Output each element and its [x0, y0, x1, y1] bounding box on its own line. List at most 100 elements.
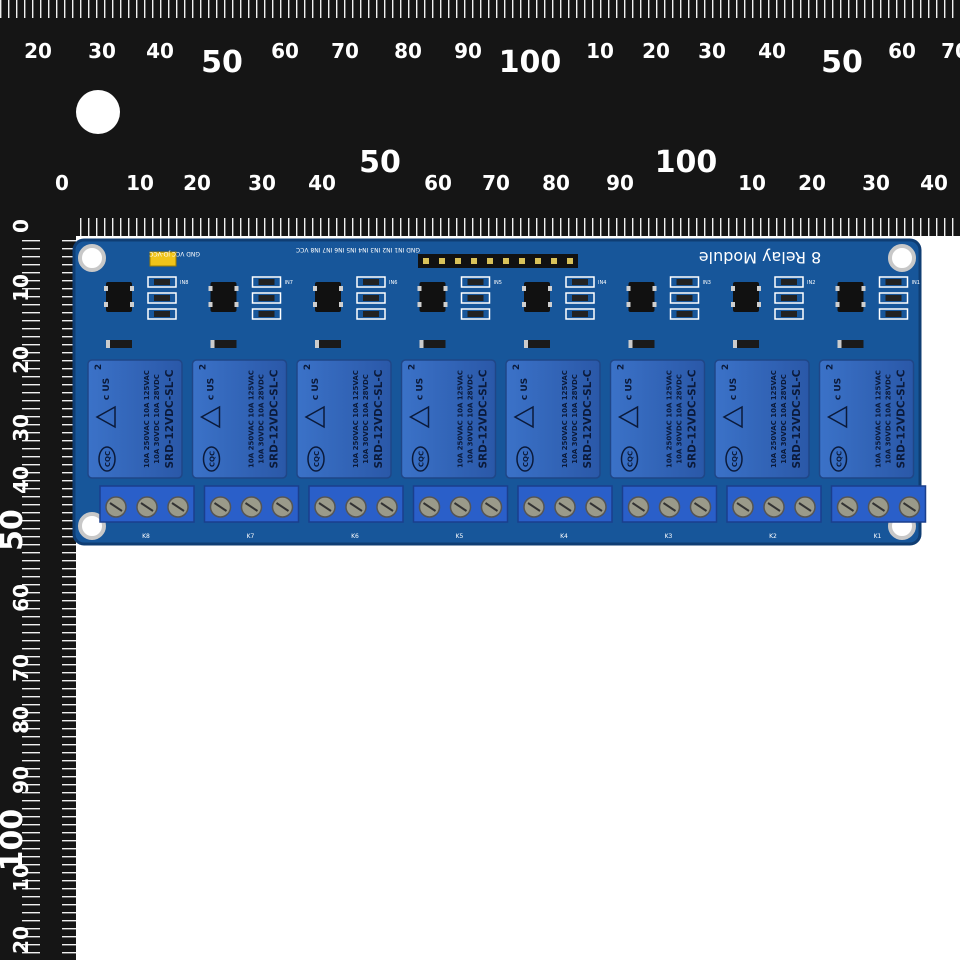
smd-pad	[356, 292, 386, 304]
relay-ratings-dc: 10A 30VDC 10A 28VDC	[258, 374, 266, 464]
ruler-lower-label: 50	[359, 145, 401, 180]
ruler-upper-label: 40	[758, 39, 786, 63]
ruler-lower-label: 30	[248, 171, 276, 195]
relay-label: K3	[665, 533, 673, 540]
ruler-left-label: 80	[9, 706, 33, 734]
smd-pad	[565, 308, 595, 320]
jd-vcc-jumper: GND VCC JD-VCC	[149, 250, 200, 267]
ruler-lower-label: 20	[798, 171, 826, 195]
cqc-logo	[202, 446, 221, 472]
indicator-label: IN5	[494, 280, 502, 286]
flyback-diode	[628, 340, 655, 348]
ruler-left-label: 70	[9, 654, 33, 682]
warning-icon	[826, 405, 848, 429]
smd-pad	[565, 292, 595, 304]
optocoupler	[210, 282, 237, 312]
warning-icon	[199, 405, 221, 429]
ruler-lower-label: 100	[655, 145, 718, 180]
relay-brand: CQC	[627, 451, 635, 467]
flyback-diode	[733, 340, 759, 348]
ruler-upper-label: 20	[24, 39, 52, 63]
relay-label: K4	[560, 533, 568, 540]
relay-pin-count: 2	[408, 364, 418, 370]
flyback-diode	[315, 340, 341, 348]
smd-pad	[251, 308, 282, 320]
relay-brand: CQC	[731, 451, 739, 467]
smd-pad	[565, 276, 595, 288]
relay-model: SRD-12VDC-SL-C	[478, 369, 490, 468]
ruler-left-label: 90	[9, 766, 33, 794]
jumper-label: GND VCC JD-VCC	[149, 250, 200, 257]
ruler-upper-label: 90	[454, 39, 482, 63]
ruler-left-label: 30	[9, 414, 33, 442]
ruler-upper-label: 40	[146, 39, 174, 63]
ruler-left-label: 20	[9, 346, 33, 374]
relay-label: K7	[247, 533, 255, 540]
relay-pin-count: 2	[199, 364, 209, 370]
ruler-left-label: 20	[9, 926, 33, 954]
flyback-diode	[210, 340, 237, 348]
relay-brand: CQC	[836, 451, 844, 467]
smd-pad	[669, 292, 700, 304]
ruler-upper-label: 30	[88, 39, 116, 63]
relay-pin-count: 2	[303, 364, 313, 370]
cqc-logo	[620, 446, 639, 472]
ruler-lower-label: 10	[126, 171, 154, 195]
ruler-upper-label: 50	[201, 45, 243, 80]
cqc-logo	[829, 446, 848, 472]
smd-pad	[251, 292, 282, 304]
ruler-hanging-hole	[76, 90, 120, 134]
smd-pad	[669, 308, 700, 320]
relay-ratings-ac: 10A 250VAC 10A 125VAC	[143, 370, 151, 468]
smd-pad	[147, 276, 177, 288]
relay-pin-count: 2	[94, 364, 104, 370]
relay-model: SRD-12VDC-SL-C	[269, 369, 281, 468]
relay-ratings-dc: 10A 30VDC 10A 28VDC	[571, 374, 579, 464]
smd-pad	[251, 276, 282, 288]
smd-pad	[774, 276, 804, 288]
relay-ratings-dc: 10A 30VDC 10A 28VDC	[362, 374, 370, 464]
indicator-label: IN7	[285, 280, 293, 286]
ruler-lower-label: 90	[606, 171, 634, 195]
relay-label: K8	[142, 533, 150, 540]
relay-brand: CQC	[522, 451, 530, 467]
cqc-logo	[516, 446, 534, 472]
flyback-diode	[419, 340, 446, 348]
smd-pad	[774, 292, 804, 304]
cqc-logo	[98, 446, 116, 472]
relay-pin-count: 2	[617, 364, 627, 370]
ruler-top-edge-ticks	[0, 0, 960, 20]
ruler-lower-label: 20	[183, 171, 211, 195]
optocoupler	[106, 282, 132, 312]
flyback-diode	[106, 340, 132, 348]
relay-ratings-dc: 10A 30VDC 10A 28VDC	[885, 374, 893, 464]
relay-ratings-dc: 10A 30VDC 10A 28VDC	[467, 374, 475, 464]
indicator-label: IN8	[180, 280, 188, 286]
ruler-left-label: 10	[9, 864, 33, 892]
relay-cert: c US	[416, 378, 426, 400]
relay-ratings-dc: 10A 30VDC 10A 28VDC	[153, 374, 161, 464]
relay-ratings-dc: 10A 30VDC 10A 28VDC	[780, 374, 788, 464]
relay-label: K6	[351, 533, 359, 540]
indicator-label: IN4	[598, 280, 606, 286]
smd-pad	[356, 308, 386, 320]
ruler-lower-label: 0	[55, 171, 69, 195]
smd-pad	[356, 276, 386, 288]
smd-pad	[878, 276, 909, 288]
relay-pin-count: 2	[826, 364, 836, 370]
warning-icon	[95, 405, 116, 429]
smd-pad	[669, 276, 700, 288]
warning-icon	[408, 405, 430, 429]
ruler-upper-label: 10	[586, 39, 614, 63]
ruler-upper-label: 30	[698, 39, 726, 63]
relay-ratings-ac: 10A 250VAC 10A 125VAC	[561, 370, 569, 468]
relay-model: SRD-12VDC-SL-C	[582, 369, 594, 468]
